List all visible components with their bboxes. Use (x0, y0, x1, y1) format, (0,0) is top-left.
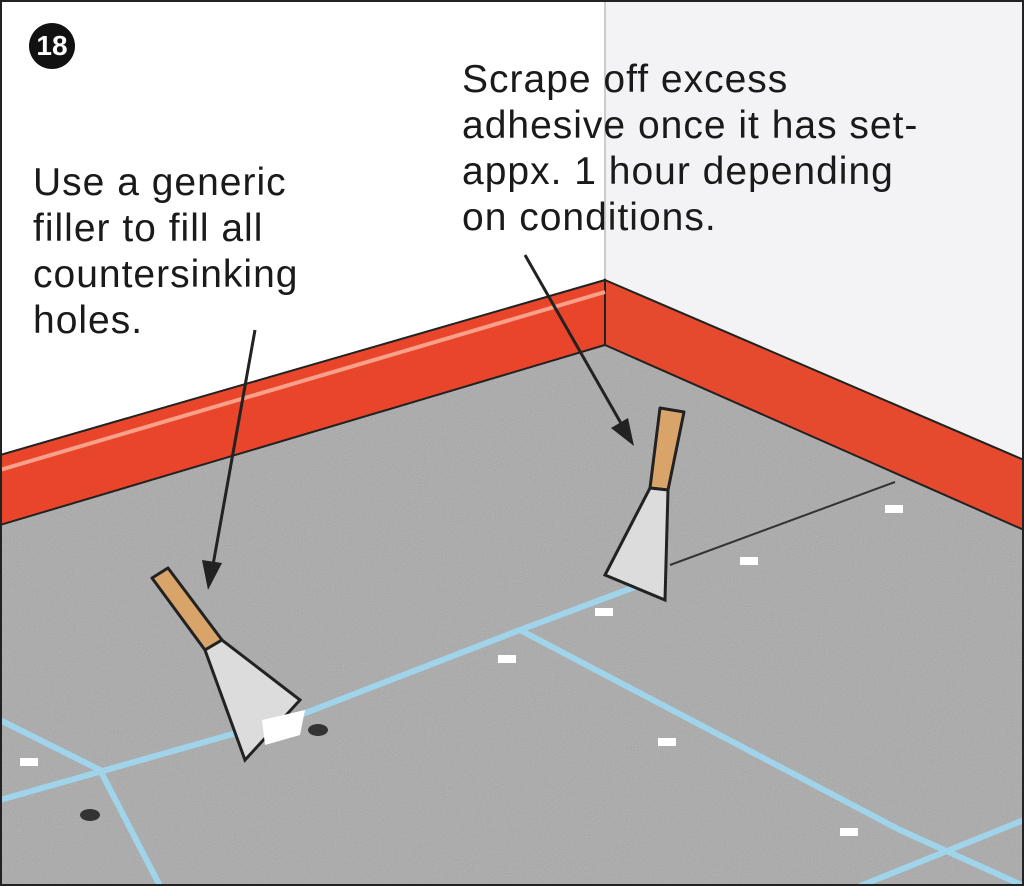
step-badge (29, 23, 75, 69)
instruction-line: adhesive once it has set- (462, 104, 919, 147)
skirting-highlight (0, 290, 606, 472)
instruction-line: Use a generic (33, 161, 287, 204)
arrow-right (523, 254, 634, 446)
skirting-right (604, 278, 1024, 532)
tile-edge (669, 481, 896, 566)
instruction-line: filler to fill all (33, 207, 264, 250)
step-number: 18 (36, 30, 68, 61)
instruction-line: holes. (33, 299, 144, 342)
scraper-right (602, 406, 686, 603)
filler-instruction: Use a generic filler to fill all counter… (33, 160, 298, 344)
arrow-left (202, 329, 257, 590)
scraper-left (150, 566, 305, 763)
instruction-line: Scrape off excess (462, 58, 789, 101)
instruction-line: countersinking (33, 253, 299, 296)
scrape-instruction: Scrape off excess adhesive once it has s… (462, 57, 918, 241)
instruction-line: appx. 1 hour depending (462, 150, 894, 193)
countersink-holes (20, 505, 903, 836)
floor (0, 345, 1024, 886)
instruction-line: on conditions. (462, 196, 717, 239)
tile-joints (0, 582, 1024, 886)
